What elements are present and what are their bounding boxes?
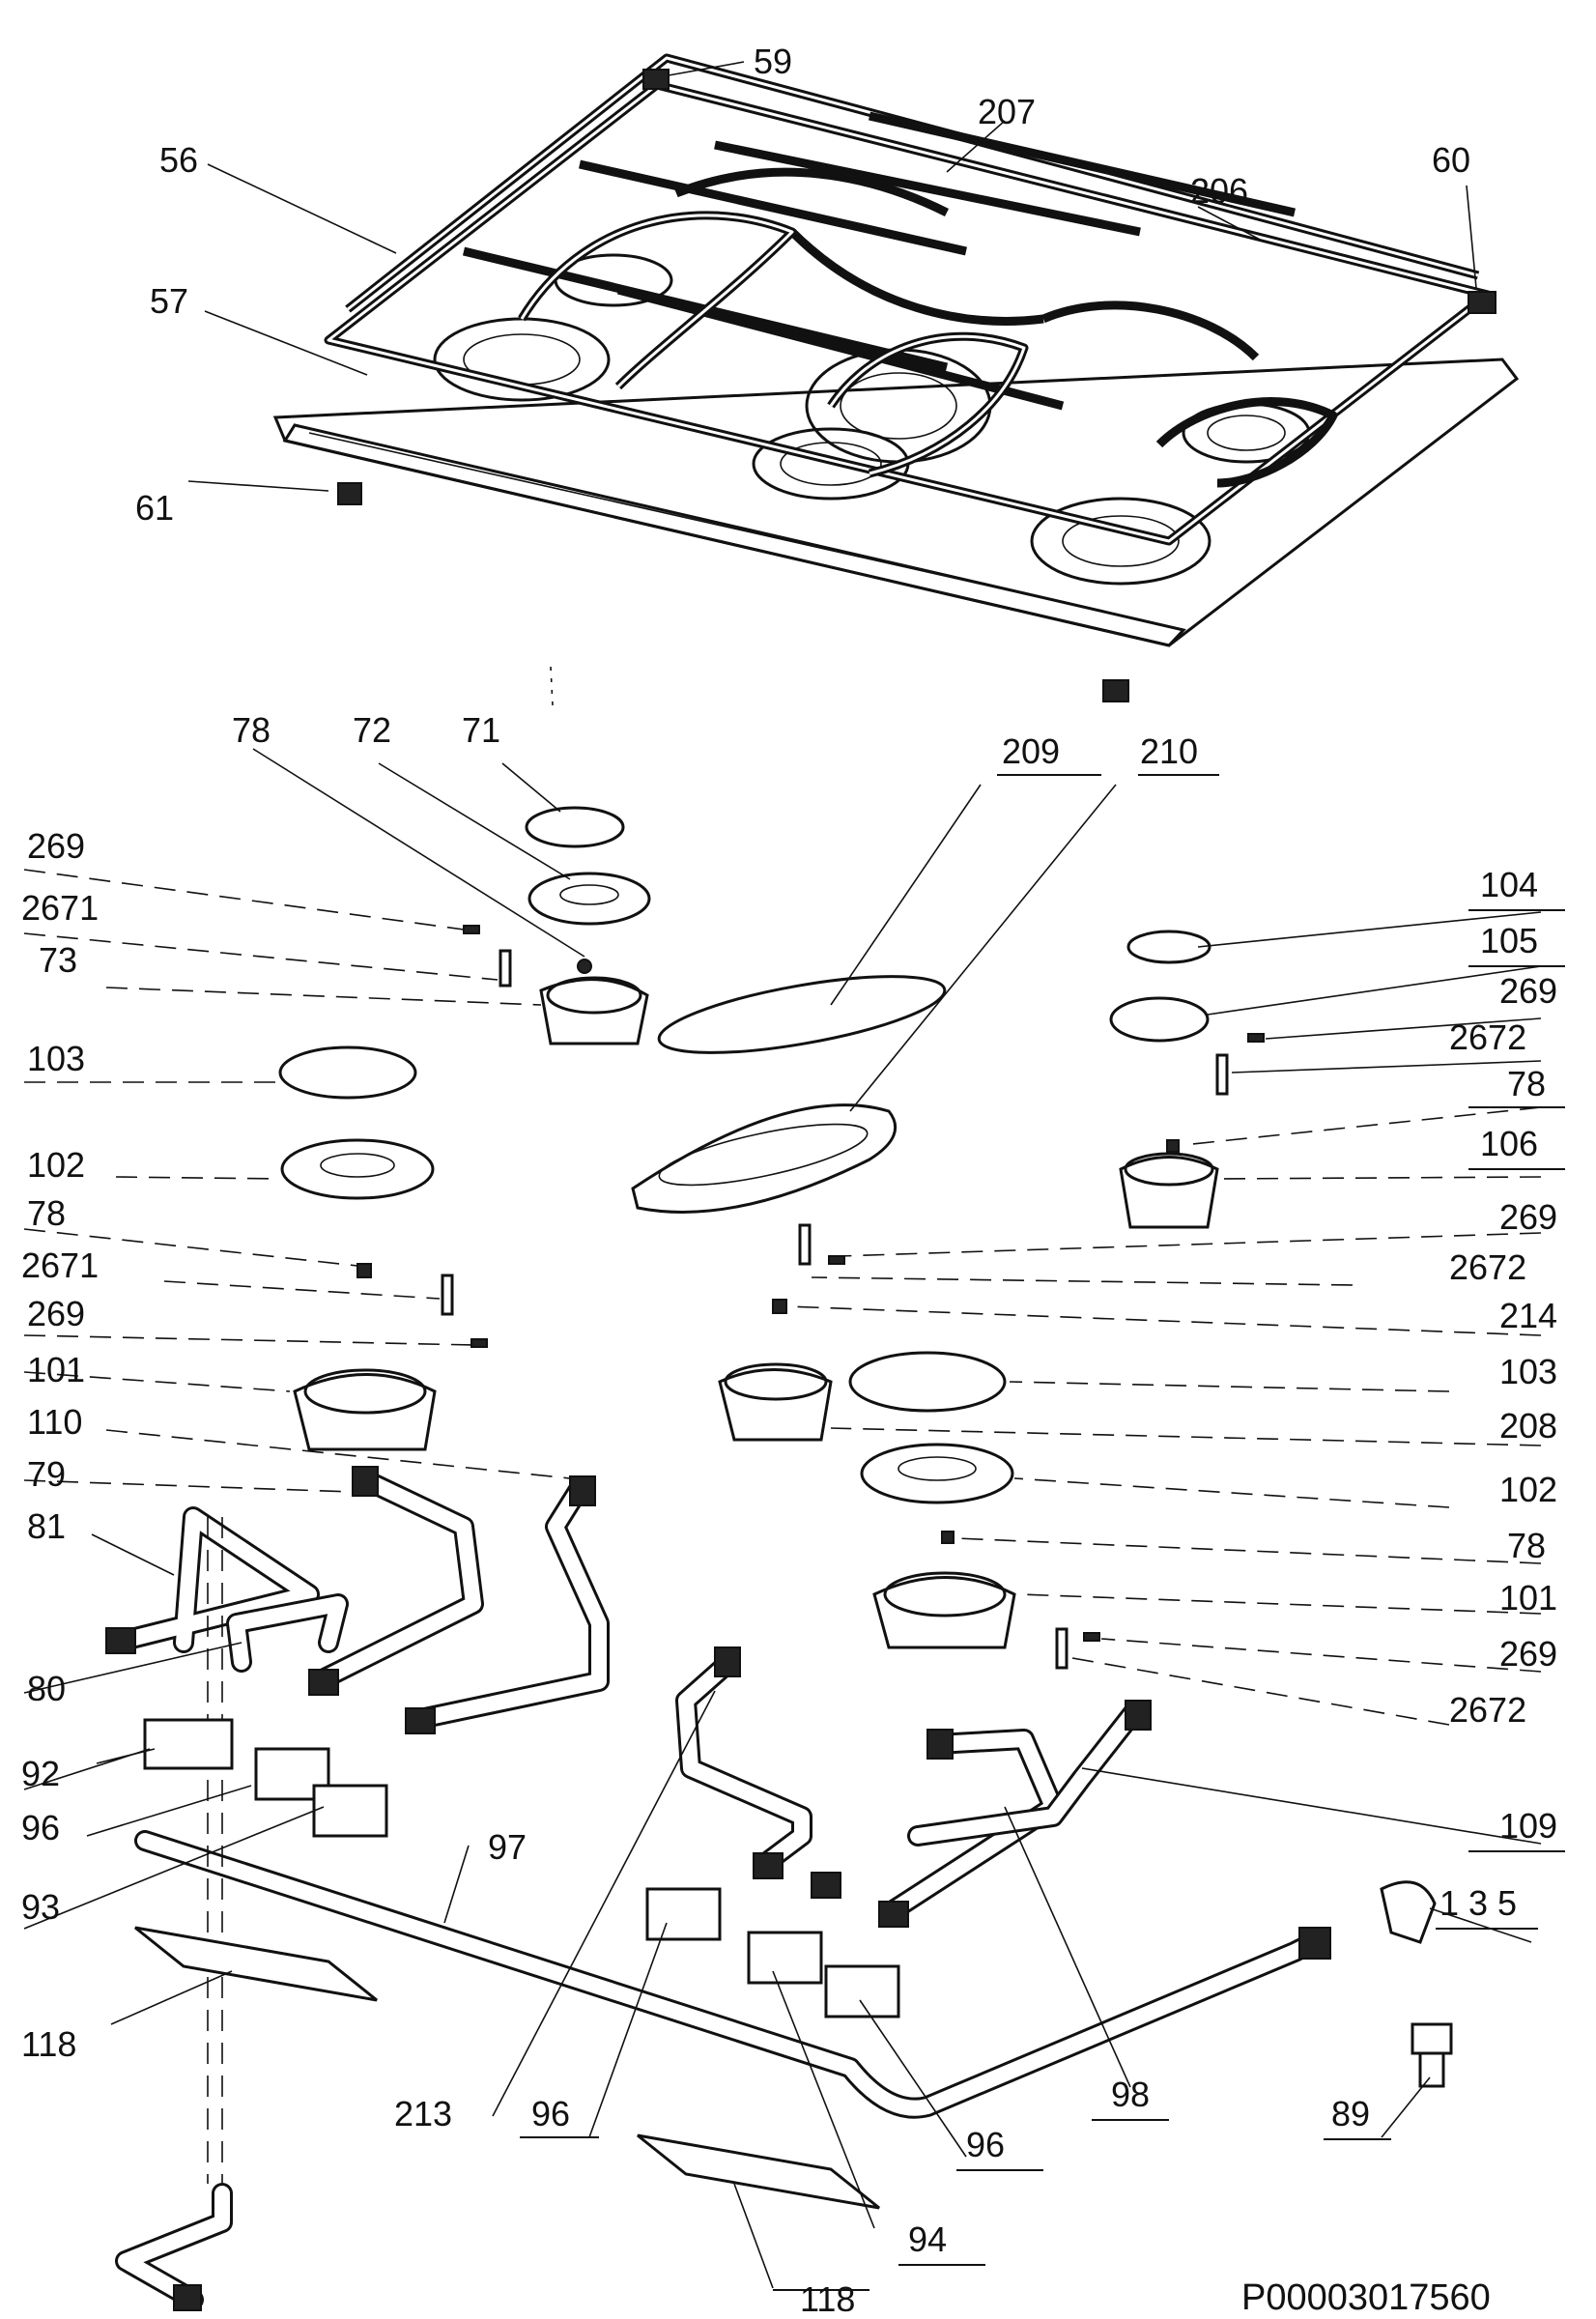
callout-80: 80 — [27, 1669, 66, 1708]
callout-81: 81 — [27, 1506, 66, 1546]
callout-102-right: 102 — [1499, 1470, 1557, 1509]
callout-78-top: 78 — [232, 710, 271, 750]
callout-72: 72 — [353, 710, 391, 750]
callout-96-right: 96 — [966, 2125, 1005, 2164]
callout-78-right: 78 — [1507, 1064, 1546, 1103]
callout-labels: 59 207 56 206 60 57 61 78 72 71 209 210 … — [21, 42, 1565, 2319]
callout-213: 213 — [394, 2094, 452, 2133]
callout-57: 57 — [150, 281, 188, 321]
buffer-59 — [642, 69, 670, 90]
callout-206: 206 — [1190, 171, 1248, 211]
burner-cap-104 — [1126, 930, 1211, 964]
foot-61 — [337, 482, 362, 505]
callout-103-right: 103 — [1499, 1352, 1557, 1391]
callout-78-right-b: 78 — [1507, 1526, 1546, 1565]
callout-269-d: 269 — [1499, 1197, 1557, 1237]
callout-60: 60 — [1432, 140, 1470, 180]
burner-parts — [278, 806, 1265, 1670]
buffer-60 — [1468, 291, 1496, 314]
fish-burner-body-210 — [631, 1103, 898, 1214]
burner-crown-102-left — [280, 1138, 435, 1200]
callout-109: 109 — [1499, 1806, 1557, 1846]
callout-110: 110 — [27, 1402, 82, 1442]
callout-2672-c: 2672 — [1449, 1690, 1526, 1730]
callout-94: 94 — [908, 2219, 947, 2259]
callout-210: 210 — [1140, 731, 1198, 771]
callout-98: 98 — [1111, 2075, 1150, 2114]
callout-102-left: 102 — [27, 1145, 85, 1185]
callout-104: 104 — [1480, 865, 1538, 904]
callout-208: 208 — [1499, 1406, 1557, 1446]
callout-2672-a: 2672 — [1449, 1017, 1526, 1057]
callout-269-a: 269 — [27, 826, 85, 866]
callout-79: 79 — [27, 1454, 66, 1494]
callout-92: 92 — [21, 1754, 60, 1793]
callout-135: 1 3 5 — [1439, 1883, 1517, 1923]
burner-crown-105 — [1109, 996, 1210, 1043]
burner-cap-103-right — [848, 1351, 1007, 1413]
burner-crown-102-right — [860, 1443, 1014, 1504]
callout-101-left: 101 — [27, 1350, 85, 1389]
callout-2672-b: 2672 — [1449, 1247, 1526, 1287]
callout-73: 73 — [39, 940, 77, 980]
burner-body-208 — [718, 1368, 833, 1442]
connector-89 — [1411, 2022, 1453, 2055]
elbow-135 — [1380, 1880, 1437, 1944]
callout-2671-b: 2671 — [21, 1245, 99, 1285]
callout-269-e: 269 — [1499, 1634, 1557, 1674]
callout-59: 59 — [754, 42, 792, 81]
callout-105: 105 — [1480, 921, 1538, 960]
callout-118-left: 118 — [21, 2024, 76, 2064]
callout-97: 97 — [488, 1827, 527, 1867]
callout-78-left: 78 — [27, 1193, 66, 1233]
bracket-118-left — [134, 1926, 378, 2002]
burner-cap-71 — [525, 806, 625, 848]
callout-269-b: 269 — [27, 1294, 85, 1333]
callout-106: 106 — [1480, 1124, 1538, 1163]
callout-61: 61 — [135, 488, 174, 528]
callout-101-right: 101 — [1499, 1578, 1557, 1618]
callout-209: 209 — [1002, 731, 1060, 771]
callout-269-c: 269 — [1499, 971, 1557, 1011]
callout-93: 93 — [21, 1887, 60, 1927]
burner-body-101-right — [872, 1576, 1016, 1649]
callout-207: 207 — [978, 92, 1036, 131]
callout-96-mid: 96 — [531, 2094, 570, 2133]
callout-71: 71 — [462, 710, 500, 750]
fish-burner-cap-209 — [657, 975, 947, 1054]
callout-103-left: 103 — [27, 1039, 85, 1078]
callout-2671-a: 2671 — [21, 888, 99, 928]
callout-96-left: 96 — [21, 1808, 60, 1847]
gas-taps — [96, 1718, 900, 2018]
gas-pipework — [96, 1466, 1453, 2311]
callout-89: 89 — [1331, 2094, 1370, 2133]
bracket-118-right — [637, 2133, 880, 2210]
leader-lines — [23, 61, 1542, 2289]
burner-body-106 — [1119, 1156, 1219, 1229]
foot-rear — [1102, 679, 1129, 702]
callout-214: 214 — [1499, 1296, 1557, 1335]
drawing-code: P00003017560 — [1241, 2277, 1491, 2318]
burner-crown-72 — [527, 872, 651, 926]
burner-cap-103-left — [278, 1045, 417, 1100]
callout-56: 56 — [159, 140, 198, 180]
hob-assembly — [272, 53, 1520, 702]
callout-118-right: 118 — [800, 2279, 855, 2319]
